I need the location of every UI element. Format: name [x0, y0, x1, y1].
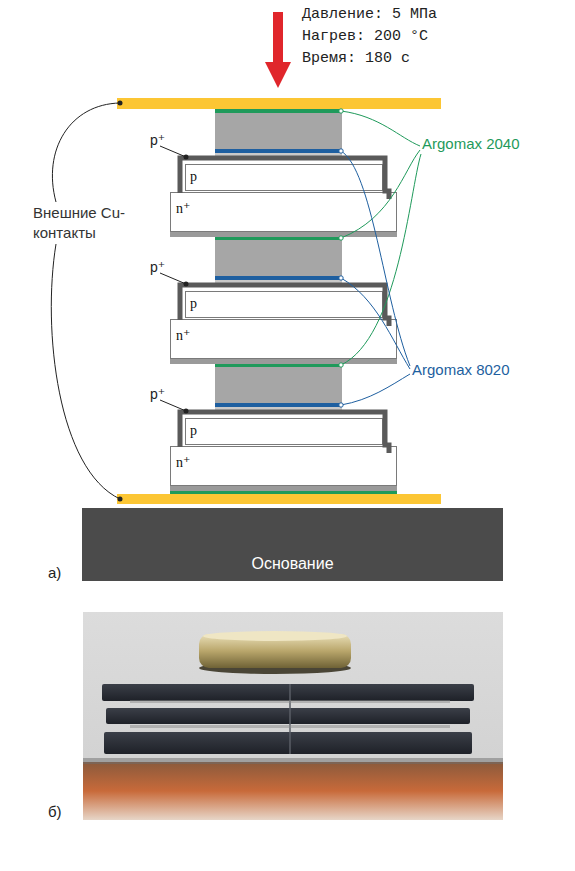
p-layer: p [185, 164, 383, 191]
n-plus-layer: n⁺ [170, 192, 397, 232]
leader-dot [118, 101, 123, 502]
annotation-label: p⁺ [150, 385, 180, 403]
spacer-stack [215, 363, 342, 411]
annotation-label: p⁺ [150, 131, 180, 149]
layer-label: p [190, 423, 378, 439]
layer-label: n⁺ [176, 201, 391, 217]
annotation-label: б) [48, 802, 78, 821]
spacer-stack [215, 109, 342, 157]
layer-label: p [190, 296, 378, 312]
annotation-label: p⁺ [150, 258, 180, 276]
annotation-label: Давление: 5 МПа [302, 5, 502, 24]
layer-label: n⁺ [176, 328, 391, 344]
layer-label: p [190, 169, 378, 185]
die-metallization [170, 486, 397, 491]
annotation-label: Argomax 8020 [412, 360, 562, 379]
annotation-label: Argomax 2040 [422, 134, 572, 153]
annotation-label: Нагрев: 200 °C [302, 27, 502, 46]
n-plus-layer: n⁺ [170, 446, 397, 486]
photo-illustration [83, 612, 503, 820]
pressure-arrow [265, 12, 291, 88]
copper-contact [117, 98, 441, 109]
die-metallization [170, 232, 397, 237]
layer-label: Основание [251, 555, 333, 573]
annotation-label: Время: 180 с [302, 49, 502, 68]
copper-contact [117, 494, 441, 504]
sinter-layer [170, 491, 397, 494]
p-layer: p [185, 418, 383, 445]
annotation-label: а) [48, 563, 78, 582]
base-plate: Основание [82, 508, 503, 581]
leader-line [51, 103, 120, 499]
n-plus-layer: n⁺ [170, 319, 397, 359]
die-metallization [170, 359, 397, 364]
leader-line [160, 146, 186, 411]
annotation-label: Внешние Cu-контакты [33, 203, 133, 243]
spacer-stack [215, 236, 342, 284]
p-layer: p [185, 291, 383, 318]
layer-label: n⁺ [176, 455, 391, 471]
